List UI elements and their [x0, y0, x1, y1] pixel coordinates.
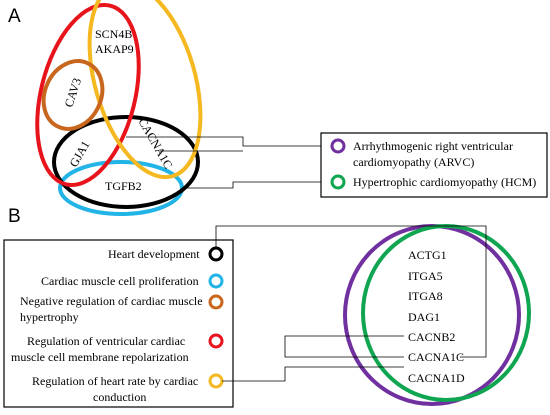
gene-itga5: ITGA5 [408, 269, 443, 283]
yellow-ellipse [87, 0, 203, 180]
negative-regulation-marker [208, 294, 224, 310]
gene-actg1: ACTG1 [408, 248, 447, 262]
hcm-connector [183, 181, 327, 189]
heart-rate-connector [222, 366, 404, 382]
term-repolarization-line2: muscle cell membrane repolarization [11, 350, 189, 364]
panel-b-label: B [8, 206, 21, 227]
heart-development-marker [208, 246, 224, 262]
gene-cacna1c-b: CACNA1C [408, 350, 464, 364]
heart-development-ellipse [52, 115, 200, 209]
hcm-legend-marker [330, 174, 346, 190]
term-heart-rate-line2: conduction [93, 390, 146, 404]
arvc-connector [126, 136, 327, 147]
proliferation-marker [208, 273, 224, 289]
gene-cav3: CAV3 [62, 76, 85, 109]
repolarization-marker [208, 333, 224, 349]
arvc-legend-marker [330, 138, 346, 154]
gene-cacnb2: CACNB2 [408, 330, 455, 344]
red-ellipse [35, 3, 141, 187]
gene-akap9: AKAP9 [95, 42, 134, 56]
panel-b-legend-box [3, 239, 234, 408]
term-heart-rate-line1: Regulation of heart rate by cardiac [32, 374, 198, 388]
arvc-label-line1: Arrhythmogenic right ventricular [353, 139, 513, 153]
gene-cacna1d: CACNA1D [408, 371, 465, 385]
heart-rate-marker [208, 373, 224, 389]
term-negative-regulation-line1: Negative regulation of cardiac muscle [20, 294, 203, 308]
orange-ellipse [41, 59, 105, 131]
term-repolarization-line1: Regulation of ventricular cardiac [27, 334, 185, 348]
heart-development-connector [215, 225, 487, 358]
term-heart-development: Heart development [108, 247, 200, 261]
arvc-label-line2: cardiomyopathy (ARVC) [353, 155, 474, 169]
panel-a-legend-box [320, 132, 548, 198]
cacnb2-connector [284, 335, 404, 358]
gene-dag1: DAG1 [408, 310, 440, 324]
panel-a-label: A [8, 6, 21, 27]
gene-scn4b: SCN4B [95, 27, 132, 41]
gene-itga8: ITGA8 [408, 289, 443, 303]
gene-tgfb2: TGFB2 [105, 179, 142, 193]
term-negative-regulation-line2: hypertrophy [20, 310, 79, 324]
term-proliferation: Cardiac muscle cell proliferation [41, 274, 199, 288]
hcm-label: Hypertrophic cardiomyopathy (HCM) [353, 175, 536, 189]
